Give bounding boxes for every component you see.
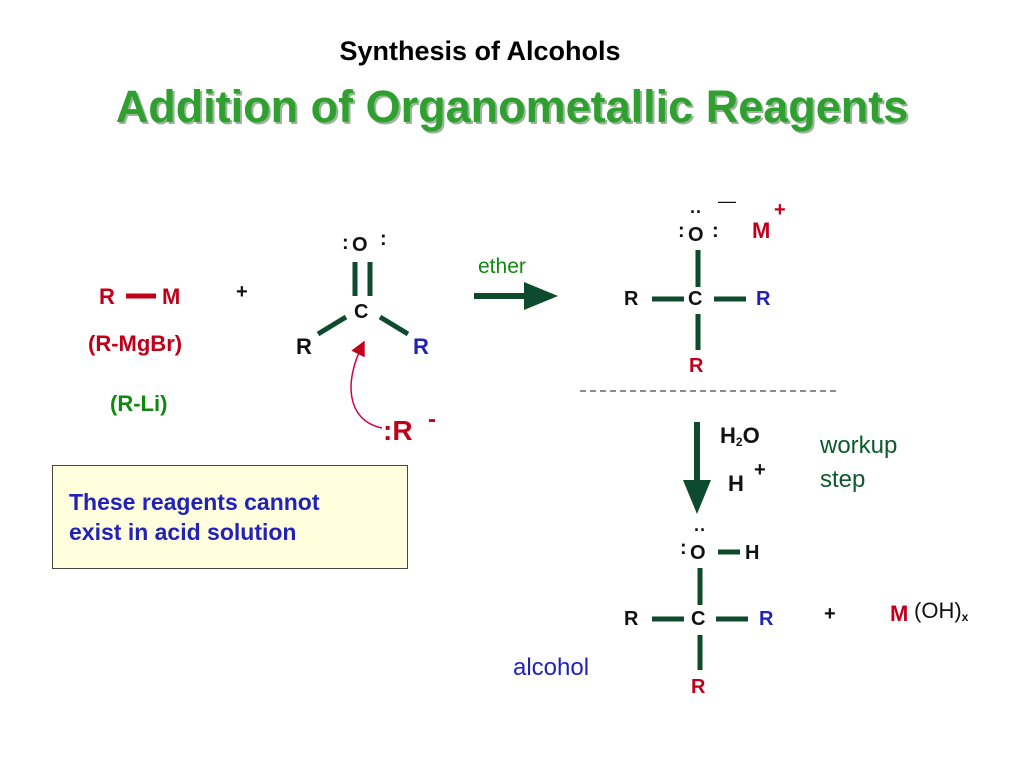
- alkoxide-carbon: C: [688, 288, 703, 310]
- carbonyl-left-r-bond: [316, 314, 348, 337]
- super-title: Synthesis of Alcohols: [339, 36, 621, 66]
- nucleophile-label: :R: [383, 415, 413, 446]
- nucleophilic-attack-arrow: [350, 340, 383, 429]
- alcohol-r-left: R: [624, 608, 639, 630]
- carbonyl-oxygen-left-pair: :: [342, 232, 349, 254]
- proton-charge: +: [754, 459, 766, 481]
- grignard-label: (R-MgBr): [88, 331, 183, 356]
- workup-label-line1: workup: [820, 432, 898, 459]
- alkoxide-r-left: R: [624, 288, 639, 310]
- alkoxide-oxygen: O: [688, 224, 704, 246]
- proton-label: H: [728, 471, 744, 496]
- alcohol-r-right: R: [759, 608, 774, 630]
- note-line-1: These reagents cannot: [69, 489, 320, 515]
- solvent-label: ether: [478, 255, 526, 278]
- workup-arrow-head: [683, 480, 711, 514]
- alkoxide-top-dots: ··: [690, 202, 702, 222]
- alcohol-r-bottom: R: [691, 676, 706, 698]
- plus-sign-2: +: [824, 603, 836, 625]
- page-title: Addition of Organometallic Reagents: [115, 81, 909, 132]
- note-box: These reagents cannot exist in acid solu…: [52, 465, 408, 569]
- reagent-m: M: [162, 284, 181, 309]
- alcohol-left-pair: :: [680, 537, 687, 559]
- nucleophile-charge: -: [428, 406, 436, 433]
- alkoxide-left-pair: :: [678, 220, 685, 242]
- reaction-arrow-head: [524, 282, 558, 310]
- alcohol-hydrogen: H: [745, 542, 760, 564]
- carbonyl-oxygen: O: [352, 234, 368, 256]
- alkoxide-metal-charge: +: [774, 199, 786, 221]
- alkoxide-r-right: R: [756, 288, 771, 310]
- carbonyl-carbon: C: [354, 301, 369, 323]
- byproduct-metal: M: [890, 601, 909, 626]
- carbonyl-r-right: R: [413, 334, 429, 359]
- carbonyl-r-left: R: [296, 334, 312, 359]
- workup-label-line2: step: [820, 466, 866, 493]
- alcohol-top-dots: ··: [694, 520, 706, 540]
- reagent-r: R: [99, 284, 115, 309]
- alkoxide-right-pair: :: [712, 220, 719, 242]
- alkoxide-r-bottom: R: [689, 355, 704, 377]
- alcohol-label: alcohol: [513, 654, 590, 681]
- plus-sign-1: +: [236, 281, 248, 303]
- organolithium-label: (R-Li): [110, 391, 168, 416]
- carbonyl-right-r-bond: [378, 314, 410, 337]
- byproduct-hydroxide: (OH)x: [914, 598, 969, 624]
- water-formula: H2O: [720, 423, 760, 449]
- carbonyl-oxygen-right-pair: :: [380, 228, 387, 250]
- note-line-2: exist in acid solution: [69, 518, 297, 545]
- alkoxide-negative-charge: —: [718, 191, 736, 211]
- alcohol-oxygen: O: [690, 542, 706, 564]
- alkoxide-metal: M: [752, 218, 771, 243]
- alcohol-carbon: C: [691, 608, 706, 630]
